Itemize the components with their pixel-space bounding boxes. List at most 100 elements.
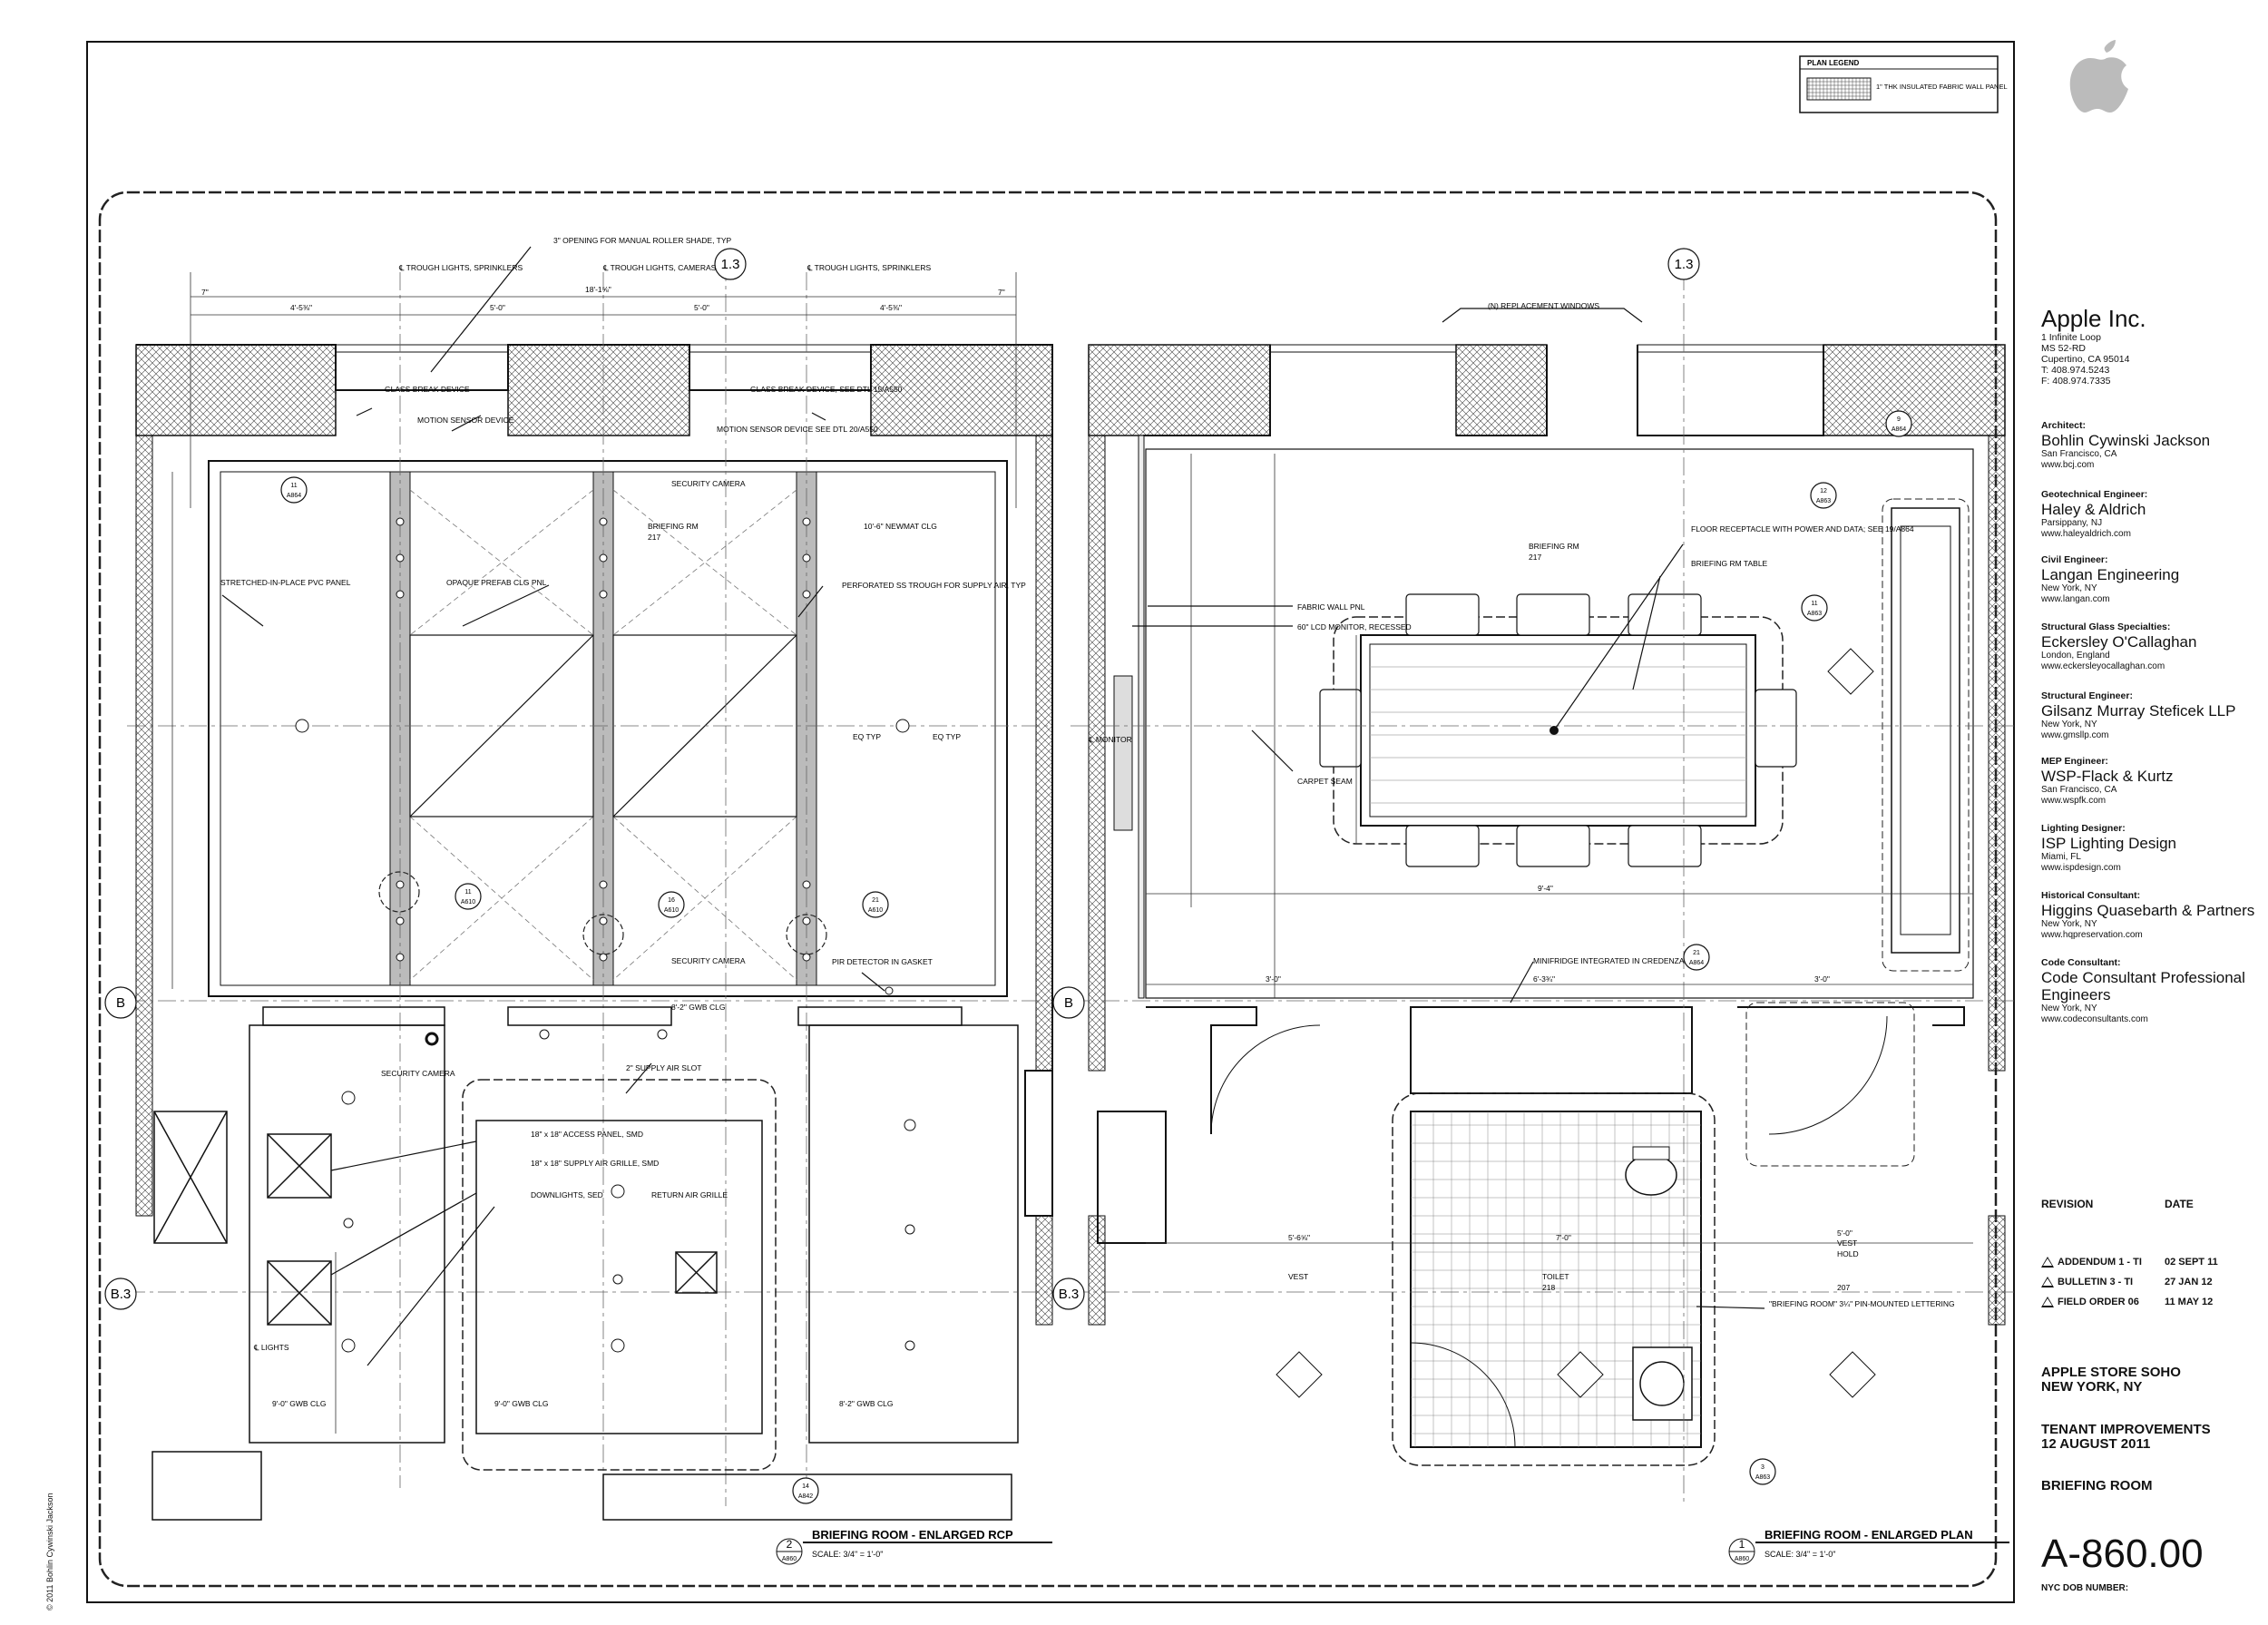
grid-row-b-plan: B <box>1064 995 1073 1011</box>
label-vest: VEST <box>1288 1272 1308 1281</box>
sheet-number: A-860.00 <box>2041 1532 2204 1576</box>
note-motion: MOTION SENSOR DEVICE <box>417 416 514 425</box>
revision-row: FIELD ORDER 06 11 MAY 12 <box>2041 1297 2259 1308</box>
note-gwb-90: 9'-0" GWB CLG <box>272 1399 326 1408</box>
consultant-structural-glass: Structural Glass Specialties:Eckersley O… <box>2041 622 2197 671</box>
label-toilet: TOILET <box>1542 1272 1569 1281</box>
rcp-scale: SCALE: 3/4" = 1'-0" <box>812 1550 883 1559</box>
tag-11-n: 11 <box>290 483 297 489</box>
note-trough-right: ℄ TROUGH LIGHTS, SPRINKLERS <box>807 263 931 272</box>
project-scope: TENANT IMPROVEMENTS <box>2041 1422 2211 1437</box>
dim-7-0: 7'-0" <box>1556 1233 1571 1242</box>
note-floor-receptacle: FLOOR RECEPTACLE WITH POWER AND DATA; SE… <box>1691 524 1914 534</box>
note-replacement: (N) REPLACEMENT WINDOWS <box>1488 301 1599 310</box>
owner-line: Cupertino, CA 95014 <box>2041 354 2130 365</box>
note-lights: ℄ LIGHTS <box>253 1343 289 1352</box>
note-glass-break: GLASS BREAK DEVICE <box>385 385 470 394</box>
plan-labels: (N) REPLACEMENT WINDOWS FABRIC WALL PNL … <box>1266 301 1955 1308</box>
revision-delta-icon <box>2041 1297 2054 1308</box>
tag-14-s: A842 <box>798 1493 813 1500</box>
legend-swatch <box>1806 77 1872 101</box>
dim-5-0: 5'-0" <box>1837 1229 1853 1238</box>
tag-21-n: 21 <box>1693 950 1700 956</box>
dim-5-6: 5'-6⅝" <box>1288 1233 1310 1242</box>
legend-item: 1" THK INSULATED FABRIC WALL PANEL <box>1876 83 2008 91</box>
rcp-drawing <box>104 246 1053 1565</box>
owner-block: Apple Inc. 1 Infinite Loop MS 52-RD Cupe… <box>2041 305 2146 387</box>
plan-scale: SCALE: 3/4" = 1'-0" <box>1765 1550 1835 1559</box>
note-eq-typ: EQ TYP <box>853 732 881 741</box>
grid-col-1-3: 1.3 <box>721 257 740 272</box>
note-motion-2: MOTION SENSOR DEVICE SEE DTL 20/A550 <box>717 425 878 434</box>
tag-14-n: 14 <box>802 1483 809 1490</box>
note-fabric: FABRIC WALL PNL <box>1297 602 1365 612</box>
consultant-geotechnical: Geotechnical Engineer:Haley & Aldrich Pa… <box>2041 489 2148 539</box>
owner-line: T: 408.974.5243 <box>2041 365 2110 376</box>
dim-9-4: 9'-4" <box>1538 884 1553 893</box>
title-block: Apple Inc. 1 Infinite Loop MS 52-RD Cupe… <box>2041 0 2259 1620</box>
owner-line: F: 408.974.7335 <box>2041 376 2111 387</box>
rcp-labels: 3" OPENING FOR MANUAL ROLLER SHADE, TYP … <box>201 236 1132 1408</box>
note-security-camera: SECURITY CAMERA <box>671 479 746 488</box>
dim-top-3: 5'-0" <box>694 303 709 312</box>
grid-row-b: B <box>116 995 125 1011</box>
note-stretched: STRETCHED-IN-PLACE PVC PANEL <box>220 578 351 587</box>
grid-row-b3-plan: B.3 <box>1059 1287 1080 1302</box>
revision-row: BULLETIN 3 - TI 27 JAN 12 <box>2041 1277 2259 1288</box>
label-vest-2: VEST <box>1837 1238 1857 1248</box>
dim-7-right: 7" <box>998 288 1005 297</box>
label-plan-briefing-rm: BRIEFING RM <box>1529 542 1579 551</box>
revision-delta-icon <box>2041 1257 2054 1268</box>
tag-11c-n: 11 <box>464 889 471 896</box>
tag-16-n: 16 <box>668 897 675 904</box>
tag-12-s: A863 <box>1816 498 1831 504</box>
note-gwb-90-2: 9'-0" GWB CLG <box>494 1399 548 1408</box>
detail-tags: 11 A864 11 A610 16 A610 21 A610 14 A842 … <box>287 416 1906 1500</box>
consultant-code: Code Consultant:Code Consultant Professi… <box>2041 957 2245 1024</box>
legend-title: PLAN LEGEND <box>1807 59 1860 67</box>
copyright-notice: © 2011 Bohlin Cywinski Jackson <box>45 1493 54 1610</box>
tag-11b-s: A863 <box>1807 611 1822 617</box>
note-table: BRIEFING RM TABLE <box>1691 559 1768 568</box>
tag-3-n: 3 <box>1761 1464 1765 1471</box>
date-header: DATE <box>2165 1198 2194 1210</box>
label-plan-room-217: 217 <box>1529 553 1541 562</box>
note-supply-grille: 18" x 18" SUPPLY AIR GRILLE, SMD <box>531 1159 659 1168</box>
note-pir: PIR DETECTOR IN GASKET <box>832 957 933 966</box>
consultant-structural: Structural Engineer:Gilsanz Murray Stefi… <box>2041 690 2236 740</box>
tag-16-s: A610 <box>664 907 679 914</box>
owner-line: MS 52-RD <box>2041 343 2087 354</box>
note-trough-left: ℄ TROUGH LIGHTS, SPRINKLERS <box>398 263 523 272</box>
tag-3-s: A863 <box>1755 1474 1770 1481</box>
rcp-number: 2 <box>787 1538 793 1551</box>
note-downlights: DOWNLIGHTS, SED <box>531 1190 603 1199</box>
dim-top-2: 5'-0" <box>490 303 505 312</box>
sheet-border <box>86 41 2015 1603</box>
tag-21b-s: A610 <box>868 907 883 914</box>
revision-header: REVISION <box>2041 1198 2094 1210</box>
note-eq-typ-2: EQ TYP <box>933 732 961 741</box>
dob-number: NYC DOB NUMBER: <box>2041 1583 2129 1593</box>
dim-overall: 18'-1⅝" <box>585 285 611 294</box>
note-gwb-82: 8'-2" GWB CLG <box>671 1003 725 1012</box>
label-briefing-rm: BRIEFING RM <box>648 522 699 531</box>
plan-legend: PLAN LEGEND 1" THK INSULATED FABRIC WALL… <box>1799 55 2008 113</box>
note-newmat: 10'-6" NEWMAT CLG <box>864 522 937 531</box>
tag-9-n: 9 <box>1897 416 1901 423</box>
tag-11b-n: 11 <box>1811 601 1817 607</box>
plan-sheet-ref: A860 <box>1735 1556 1749 1562</box>
project-date: 12 AUGUST 2011 <box>2041 1436 2151 1452</box>
note-security-camera-3: SECURITY CAMERA <box>381 1069 455 1078</box>
note-trough-mid: ℄ TROUGH LIGHTS, CAMERAS <box>602 263 717 272</box>
plan-drawing <box>1052 248 2014 1565</box>
rcp-sheet-ref: A860 <box>782 1556 797 1562</box>
consultant-civil: Civil Engineer:Langan Engineering New Yo… <box>2041 554 2180 604</box>
note-security-camera-2: SECURITY CAMERA <box>671 956 746 965</box>
dim-7-left: 7" <box>201 288 209 297</box>
tag-21b-n: 21 <box>872 897 879 904</box>
grid-col-1-3-plan: 1.3 <box>1675 257 1694 272</box>
grid-labels: 1.3 1.3 B B B.3 B.3 <box>111 257 1694 1302</box>
apple-logo-icon <box>2069 40 2128 113</box>
tag-21-s: A864 <box>1689 960 1704 966</box>
